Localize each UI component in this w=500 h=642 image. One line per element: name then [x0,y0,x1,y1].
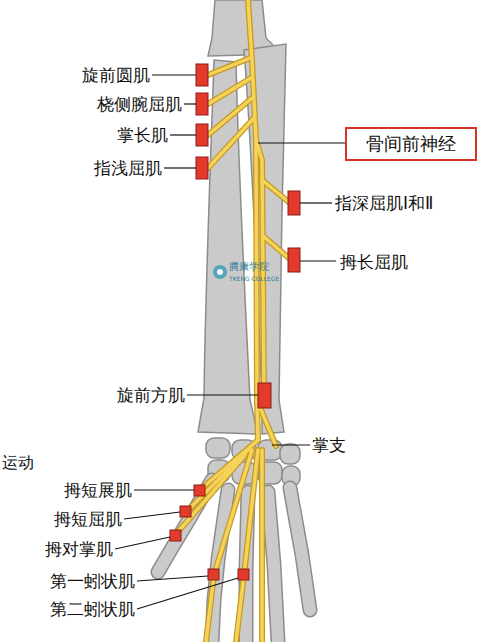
nerve-name: 骨间前神经 [366,132,456,156]
muscle-marker [180,506,191,517]
muscle-name: 拇长屈肌 [340,252,470,272]
muscle-marker [208,569,219,580]
watermark-logo [213,265,227,279]
leader-lines [115,75,345,609]
muscle-marker [196,64,208,86]
muscle-name: 指浅屈肌 [30,158,162,178]
carpal [206,438,230,458]
section-label: 运动 [2,453,62,472]
muscle-name: 第二蚓状肌 [10,599,135,619]
median-nerve [176,0,290,642]
muscle-name: 旋前方肌 [50,385,185,405]
muscle-marker [288,248,300,272]
muscle-name: 第一蚓状肌 [10,571,135,591]
muscle-marker [194,485,205,496]
watermark: 腾康学院 [229,261,299,273]
muscle-name: 旋前圆肌 [30,65,150,85]
nerve-label-box: 骨间前神经 [345,127,477,161]
muscle-name: 掌长肌 [50,125,168,145]
muscle-marker [196,124,208,146]
muscle-marker [288,191,300,215]
muscle-name: 指深屈肌Ⅰ和Ⅱ [335,193,498,213]
muscle-name: 拇短屈肌 [10,509,122,529]
muscle-name: 拇短展肌 [20,480,132,500]
muscle-marker [170,530,181,541]
muscle-marker [258,383,271,408]
muscle-name: 拇对掌肌 [0,539,113,559]
muscle-marker [238,569,249,580]
watermark: TKENG COLLEGE [229,275,299,282]
muscle-name: 桡侧腕屈肌 [30,94,182,114]
carpal [280,444,300,464]
muscle-marker [196,93,208,115]
muscle-marker [196,157,208,179]
branch-name: 掌支 [312,435,382,455]
bones [198,0,300,486]
muscle-markers [170,64,300,580]
